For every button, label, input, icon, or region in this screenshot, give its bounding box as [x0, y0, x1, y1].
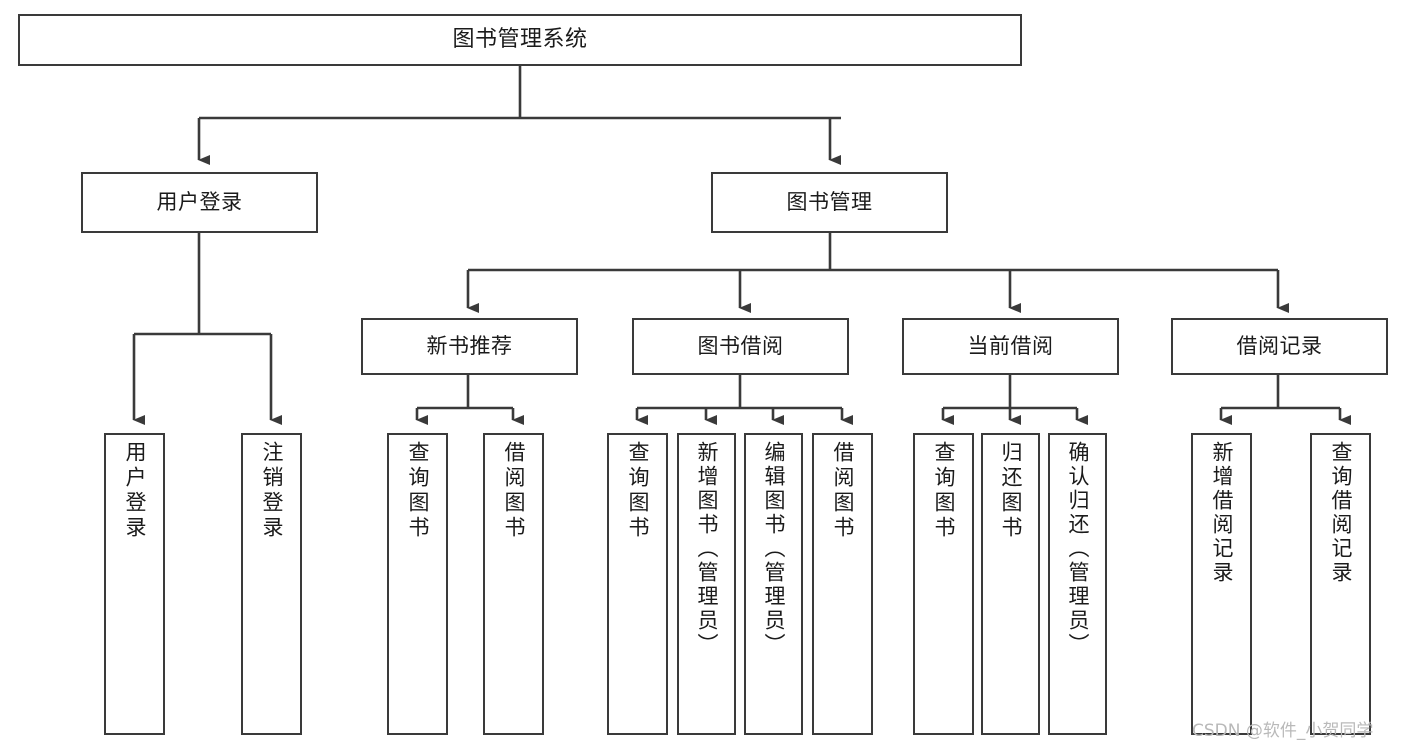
node-borrow-record[interactable]: 借阅记录: [1171, 318, 1388, 375]
node-new-book-recommend[interactable]: 新书推荐: [361, 318, 578, 375]
node-label: 新增借阅记录: [1210, 441, 1234, 585]
node-book-borrow[interactable]: 图书借阅: [632, 318, 849, 375]
node-label: 图书借阅: [697, 334, 784, 359]
leaf-add-book-admin[interactable]: 新增图书（管理员）: [677, 433, 736, 735]
leaf-query-borrow-record[interactable]: 查询借阅记录: [1310, 433, 1371, 735]
leaf-query-book-current[interactable]: 查询图书: [913, 433, 974, 735]
leaf-borrow-book-recommend[interactable]: 借阅图书: [483, 433, 544, 735]
node-label: 编辑图书（管理员）: [762, 441, 786, 657]
node-label: 归还图书: [999, 441, 1023, 541]
node-label: 用户登录: [123, 441, 147, 541]
node-label: 查询借阅记录: [1329, 441, 1353, 585]
leaf-return-book[interactable]: 归还图书: [981, 433, 1040, 735]
leaf-edit-book-admin[interactable]: 编辑图书（管理员）: [744, 433, 803, 735]
node-book-management[interactable]: 图书管理: [711, 172, 948, 233]
node-label: 当前借阅: [967, 334, 1054, 359]
node-label: 用户登录: [156, 190, 243, 215]
leaf-user-login[interactable]: 用户登录: [104, 433, 165, 735]
leaf-logout-login[interactable]: 注销登录: [241, 433, 302, 735]
node-label: 图书管理系统: [452, 27, 588, 53]
leaf-add-borrow-record[interactable]: 新增借阅记录: [1191, 433, 1252, 735]
csdn-watermark: CSDN @软件_小贺同学: [1192, 721, 1374, 741]
node-label: 借阅图书: [831, 441, 855, 541]
leaf-confirm-return-admin[interactable]: 确认归还（管理员）: [1048, 433, 1107, 735]
node-label: 注销登录: [260, 441, 284, 541]
node-label: 借阅图书: [502, 441, 526, 541]
leaf-query-book-recommend[interactable]: 查询图书: [387, 433, 448, 735]
leaf-query-book-borrow[interactable]: 查询图书: [607, 433, 668, 735]
node-root-book-management-system[interactable]: 图书管理系统: [18, 14, 1022, 66]
node-user-login[interactable]: 用户登录: [81, 172, 318, 233]
leaf-borrow-book[interactable]: 借阅图书: [812, 433, 873, 735]
node-label: 新增图书（管理员）: [695, 441, 719, 657]
node-label: 图书管理: [786, 190, 873, 215]
node-current-borrow[interactable]: 当前借阅: [902, 318, 1119, 375]
node-label: 查询图书: [406, 441, 430, 541]
node-label: 查询图书: [932, 441, 956, 541]
node-label: 确认归还（管理员）: [1066, 441, 1090, 657]
node-label: 新书推荐: [426, 334, 513, 359]
node-label: 借阅记录: [1236, 334, 1323, 359]
node-label: 查询图书: [626, 441, 650, 541]
